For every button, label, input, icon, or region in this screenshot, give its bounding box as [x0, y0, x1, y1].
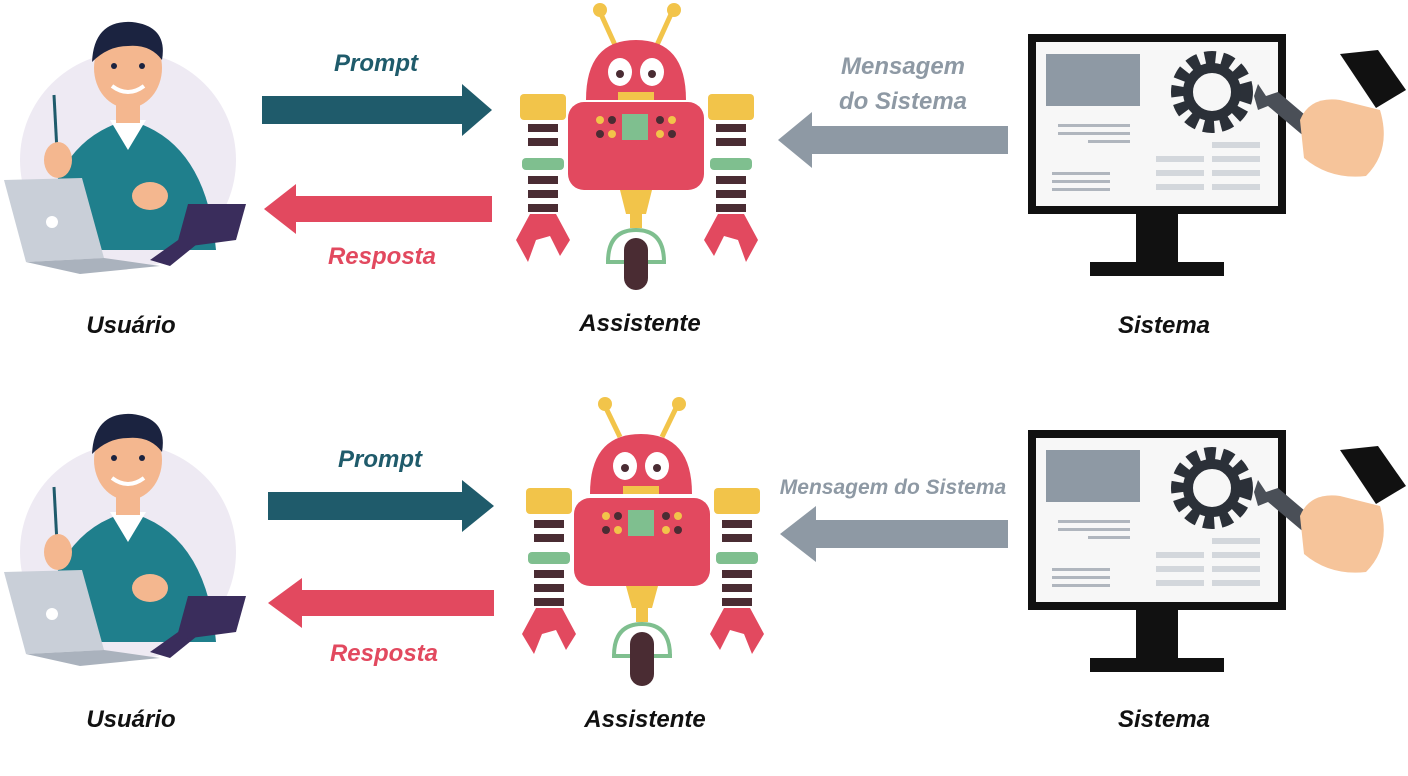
response-label: Resposta: [329, 640, 439, 667]
gear-icon: [1171, 51, 1253, 133]
user-label: Usuário: [86, 706, 176, 733]
assistant-label: Assistente: [579, 310, 701, 337]
hand-icon: [1300, 446, 1406, 573]
panel-2-artwork: [4, 397, 1406, 686]
system-message-label-line2: do Sistema: [838, 88, 968, 115]
prompt-arrow: [268, 480, 494, 532]
user-illustration: [20, 413, 236, 660]
laptop-icon: [4, 178, 246, 274]
prompt-arrow: [262, 84, 492, 136]
system-message-label: Mensagem do Sistema: [779, 476, 1007, 499]
system-message-arrow: [780, 506, 1008, 562]
user-label: Usuário: [86, 312, 176, 339]
response-arrow: [268, 578, 494, 628]
response-arrow: [264, 184, 492, 234]
hand-icon: [1300, 50, 1406, 177]
prompt-label: Prompt: [338, 446, 422, 473]
robot-illustration: [522, 397, 764, 686]
robot-illustration: [516, 3, 758, 290]
system-label: Sistema: [1117, 706, 1211, 733]
diagram-panel-1: Prompt Resposta Mensagem do Sistema Usuá…: [0, 0, 1408, 384]
panel-1-artwork: [4, 3, 1406, 290]
system-label: Sistema: [1117, 312, 1211, 339]
monitor-icon: [1028, 34, 1286, 276]
system-message-arrow: [778, 112, 1008, 168]
monitor-icon: [1028, 430, 1286, 672]
system-message-label-line1: Mensagem: [840, 53, 966, 80]
prompt-label: Prompt: [334, 50, 418, 77]
diagram-panel-2: Prompt Resposta Mensagem do Sistema Usuá…: [0, 392, 1408, 776]
laptop-icon: [4, 570, 246, 666]
assistant-label: Assistente: [584, 706, 706, 733]
gear-icon: [1171, 447, 1253, 529]
response-label: Resposta: [327, 243, 437, 270]
